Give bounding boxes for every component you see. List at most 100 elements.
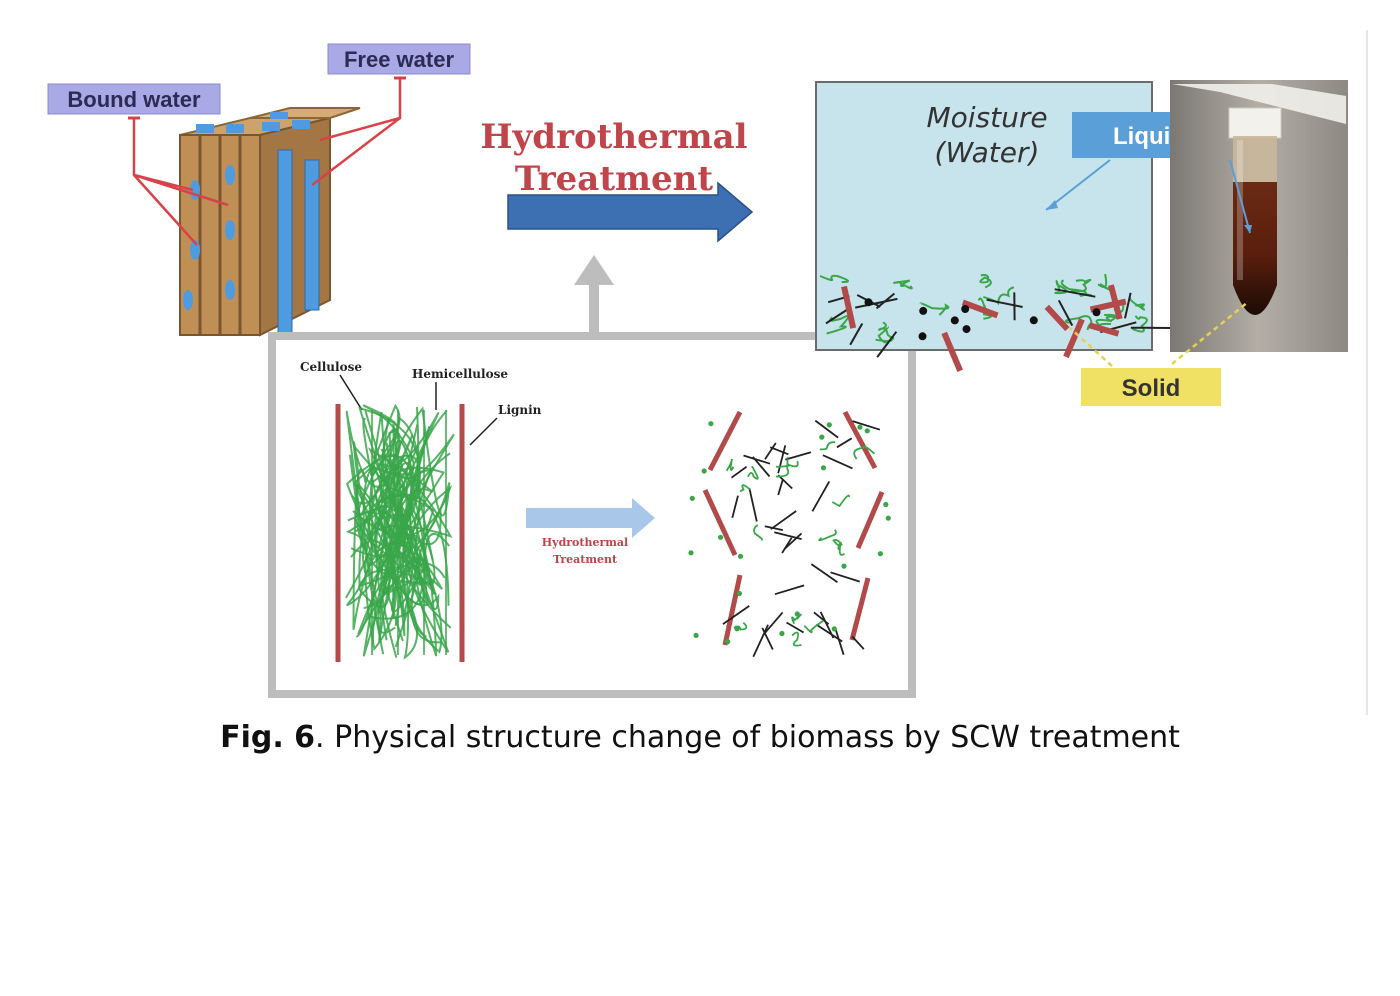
hemicellulose-fragment bbox=[753, 524, 764, 541]
cellulose-fragment bbox=[875, 292, 896, 310]
cellulose-fragment bbox=[852, 420, 881, 431]
particle-dot bbox=[962, 325, 971, 334]
cellulose-fragment bbox=[814, 419, 839, 439]
monomer-dot bbox=[877, 551, 884, 557]
moisture-label-line1: Moisture bbox=[926, 101, 1047, 134]
bound-water-callout: Bound water bbox=[47, 83, 229, 246]
hemicellulose-fragment bbox=[791, 631, 802, 647]
hemicellulose-fragment bbox=[977, 297, 992, 320]
cellulose-label: Cellulose bbox=[300, 360, 362, 374]
hemicellulose-fragment bbox=[1132, 315, 1148, 333]
cellulose-fragment bbox=[1124, 292, 1132, 319]
lignin-fragment bbox=[1044, 304, 1070, 332]
monomer-dot bbox=[737, 553, 744, 559]
cellulose-fragment bbox=[825, 308, 849, 325]
monomer-dot bbox=[736, 590, 743, 597]
monomer-dot bbox=[820, 465, 827, 471]
cellulose-fragment bbox=[786, 621, 805, 634]
cellulose-fragment bbox=[781, 537, 793, 554]
cellulose-fragment bbox=[849, 323, 864, 346]
hemicellulose-fragment bbox=[893, 279, 913, 290]
hemicellulose-fragment bbox=[803, 619, 825, 634]
cellulose-fragment bbox=[986, 298, 1023, 308]
cellulose-fragment bbox=[730, 465, 748, 479]
structure-panel bbox=[268, 255, 916, 698]
hemicellulose-fragment bbox=[819, 274, 849, 284]
cellulose-fragment bbox=[836, 437, 853, 449]
cellulose-fragment bbox=[876, 331, 898, 358]
monomer-dot bbox=[826, 422, 832, 428]
monomer-dot bbox=[693, 632, 699, 639]
particle-dot bbox=[918, 332, 927, 341]
lignin-fragment bbox=[961, 299, 999, 319]
cellulose-fragment bbox=[822, 454, 853, 470]
monomer-dot bbox=[885, 515, 891, 521]
hemicellulose-fragment bbox=[818, 529, 837, 542]
monomer-dot bbox=[857, 424, 863, 430]
hemicellulose-fragment bbox=[853, 445, 876, 460]
small-hydro-line2: Treatment bbox=[553, 553, 618, 566]
monomer-dot bbox=[688, 550, 694, 556]
hemicellulose-fragment bbox=[831, 494, 850, 508]
small-hydrothermal-arrow: Hydrothermal Treatment bbox=[526, 498, 655, 566]
hydrothermal-treatment-arrow: Hydrothermal Treatment bbox=[480, 117, 754, 243]
cellulose-fragment bbox=[777, 479, 784, 496]
gray-up-arrow bbox=[574, 255, 614, 285]
cellulose-fragment bbox=[774, 584, 805, 596]
cellulose-fragment bbox=[854, 297, 898, 309]
hemicellulose-fragment bbox=[877, 326, 895, 344]
cellulose-fragment bbox=[743, 454, 771, 465]
cellulose-fragment bbox=[777, 445, 787, 474]
cellulose-fragment bbox=[769, 446, 789, 456]
monomer-dot bbox=[718, 534, 724, 540]
hemicellulose-fragment bbox=[776, 460, 799, 468]
cellulose-fragment bbox=[785, 451, 812, 461]
cellulose-fragment bbox=[1057, 299, 1074, 327]
particle-dot bbox=[864, 298, 873, 307]
hemicellulose-strand bbox=[345, 410, 414, 549]
particle-dot bbox=[1092, 308, 1101, 317]
cellulose-fragment bbox=[851, 635, 865, 650]
hemicellulose-strand bbox=[350, 406, 451, 599]
intact-fiber-bundle bbox=[335, 403, 465, 662]
cellulose-fragment bbox=[813, 611, 830, 625]
hemicellulose-strand bbox=[362, 423, 427, 655]
disrupted-fiber-structure bbox=[688, 410, 891, 658]
figure-caption-text: . Physical structure change of biomass b… bbox=[315, 720, 1180, 755]
monomer-dot bbox=[883, 501, 889, 508]
moisture-panel: Moisture (Water) bbox=[815, 81, 1172, 372]
bound-water-label: Bound water bbox=[67, 87, 201, 112]
lignin-fragment bbox=[1089, 298, 1127, 313]
hemicellulose-fragment bbox=[791, 613, 802, 625]
hemicellulose-fragment bbox=[979, 273, 992, 289]
figure-number: Fig. 6 bbox=[220, 720, 316, 755]
hemicellulose-fragment bbox=[1097, 273, 1113, 292]
cellulose-fragment bbox=[748, 488, 758, 522]
lignin-fragment bbox=[1088, 322, 1120, 337]
hemicellulose-fragment bbox=[739, 484, 751, 492]
hemicellulose-strand bbox=[367, 447, 434, 641]
monomer-dot bbox=[794, 611, 800, 617]
cellulose-fragment bbox=[815, 623, 843, 643]
hemicellulose-fragment bbox=[819, 441, 836, 451]
cellulose-fragment bbox=[752, 624, 769, 658]
lignin-fragment bbox=[1107, 284, 1123, 320]
cellulose-fragment bbox=[731, 495, 739, 519]
monomer-dot bbox=[819, 434, 825, 440]
cellulose-fragment bbox=[830, 571, 860, 583]
particle-dot bbox=[961, 305, 970, 313]
hemicellulose-fragment bbox=[725, 458, 735, 472]
hemicellulose-label: Hemicellulose bbox=[412, 367, 508, 381]
blue-arrow-right bbox=[507, 181, 754, 243]
hemicellulose-fragment bbox=[837, 541, 846, 556]
cellulose-fragment bbox=[762, 611, 784, 636]
monomer-dot bbox=[831, 626, 837, 632]
cellulose-fragment bbox=[811, 480, 831, 512]
monomer-dot bbox=[708, 421, 714, 427]
particle-dot bbox=[950, 316, 959, 325]
small-hydro-line1: Hydrothermal bbox=[542, 536, 628, 549]
cellulose-fragment bbox=[764, 442, 777, 460]
particle-dot bbox=[919, 306, 928, 315]
hemicellulose-fragment bbox=[1095, 313, 1117, 327]
